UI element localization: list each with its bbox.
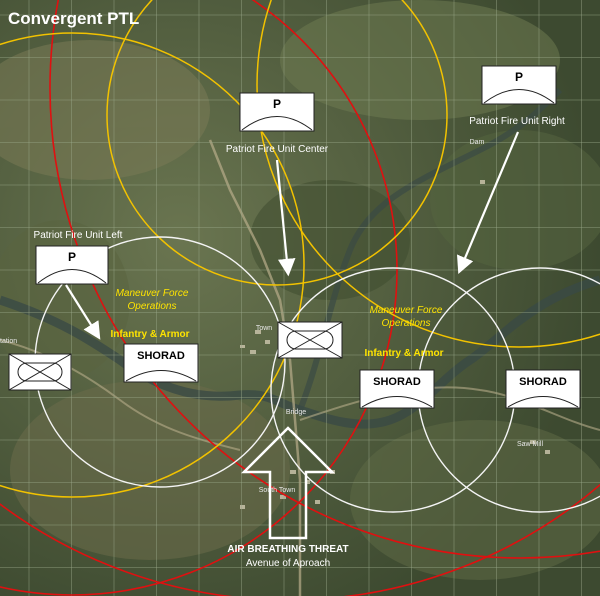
maneuver-unit-west[interactable]: [8, 353, 72, 391]
shorad-2-symbol: SHORAD: [373, 376, 421, 388]
arrow-left-to-position: [65, 284, 101, 340]
patriot-left-label: Patriot Fire Unit Left: [34, 230, 123, 241]
patriot-center-symbol: P: [273, 97, 281, 111]
position-arrows: [65, 131, 520, 340]
patriot-right-label: Patriot Fire Unit Right: [469, 116, 565, 127]
place-dam: Dam: [470, 139, 485, 146]
threat-line2: Avenue of Aproach: [246, 558, 330, 569]
engagement-ring-left: [0, 0, 398, 596]
threat-line1: AIR BREATHING THREAT: [227, 544, 348, 555]
maneuver-west-line2: Operations: [128, 301, 177, 312]
shorad-unit-1[interactable]: SHORAD: [123, 343, 199, 383]
shorad-unit-3[interactable]: SHORAD: [505, 369, 581, 409]
road-east: [299, 386, 600, 431]
maneuver-west-line1: Maneuver Force: [116, 288, 189, 299]
maneuver-east-line3: Infantry & Armor: [364, 348, 443, 359]
engagement-ring-right: [49, 0, 600, 559]
place-south-town: South Town: [259, 487, 296, 494]
patriot-unit-left[interactable]: P: [35, 245, 109, 285]
place-bridge: Bridge: [286, 409, 306, 416]
maneuver-east-line2: Operations: [382, 318, 431, 329]
patriot-coverage-rings: [0, 0, 600, 498]
patriot-center-label: Patriot Fire Unit Center: [226, 144, 329, 155]
place-saw-mill: Saw Mill: [517, 441, 544, 448]
place-station: tation: [0, 338, 17, 345]
shorad-3-symbol: SHORAD: [519, 376, 567, 388]
place-town: Town: [256, 325, 272, 332]
patriot-unit-right[interactable]: P: [481, 65, 557, 105]
shorad-unit-2[interactable]: SHORAD: [359, 369, 435, 409]
threat-arrow: [240, 426, 336, 540]
patriot-right-symbol: P: [515, 70, 523, 84]
maneuver-unit-town[interactable]: [277, 321, 343, 359]
arrow-right-to-position: [457, 131, 520, 275]
coverage-ring-right: [256, 0, 600, 348]
patriot-unit-center[interactable]: P: [239, 92, 315, 132]
map-title: Convergent PTL: [8, 9, 139, 28]
coverage-ring-center: [106, 0, 448, 286]
coverage-ring-left: [0, 32, 305, 498]
patriot-left-symbol: P: [68, 250, 76, 264]
shorad-1-symbol: SHORAD: [137, 350, 185, 362]
maneuver-east-line1: Maneuver Force: [370, 305, 443, 316]
maneuver-west-line3: Infantry & Armor: [110, 329, 189, 340]
arrow-center-to-position: [275, 159, 296, 277]
